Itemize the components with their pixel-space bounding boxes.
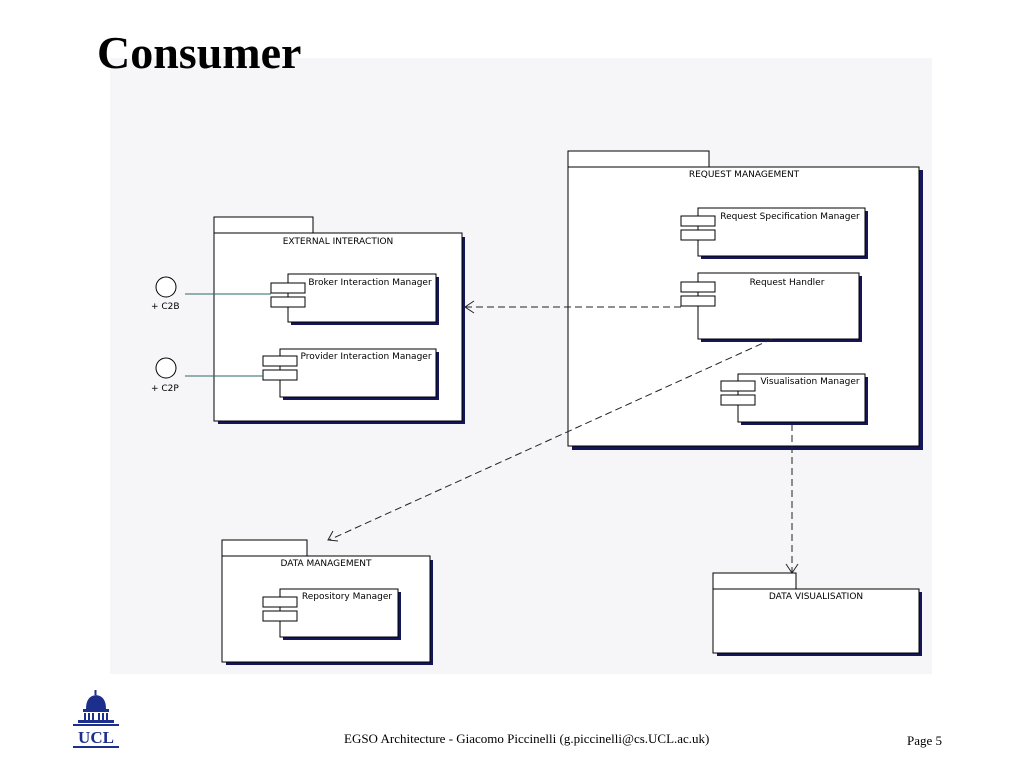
package-data-visualisation[interactable]: DATA VISUALISATION bbox=[712, 572, 922, 656]
interface-c2b[interactable]: + C2B bbox=[151, 276, 271, 312]
package-label: REQUEST MANAGEMENT bbox=[689, 170, 800, 180]
component-visualisation-manager[interactable]: Visualisation Manager bbox=[720, 373, 868, 425]
interface-c2p[interactable]: + C2P bbox=[151, 357, 263, 394]
component-label: Request Handler bbox=[750, 278, 825, 288]
component-label: Repository Manager bbox=[302, 592, 392, 602]
dependency-visualisation-manager-to-data-visualisation bbox=[785, 424, 799, 574]
interface-label: + C2B bbox=[151, 302, 180, 312]
footer-text: EGSO Architecture - Giacomo Piccinelli (… bbox=[344, 731, 710, 746]
slide-title: Consumer bbox=[97, 27, 302, 78]
component-repository-manager[interactable]: Repository Manager bbox=[262, 588, 401, 640]
component-label: Provider Interaction Manager bbox=[300, 352, 431, 362]
component-label: Request Specification Manager bbox=[720, 212, 860, 222]
package-label: EXTERNAL INTERACTION bbox=[283, 237, 394, 247]
package-label: DATA MANAGEMENT bbox=[280, 559, 372, 569]
package-label: DATA VISUALISATION bbox=[769, 592, 863, 602]
ucl-logo-text: UCL bbox=[78, 728, 114, 747]
component-label: Visualisation Manager bbox=[760, 377, 859, 387]
component-label: Broker Interaction Manager bbox=[308, 278, 432, 288]
component-broker-interaction-manager[interactable]: Broker Interaction Manager bbox=[270, 273, 439, 325]
component-provider-interaction-manager[interactable]: Provider Interaction Manager bbox=[262, 348, 439, 400]
component-request-specification-manager[interactable]: Request Specification Manager bbox=[680, 207, 868, 259]
page-number: Page 5 bbox=[907, 733, 943, 748]
dependency-request-handler-to-external-interaction bbox=[464, 300, 681, 314]
component-request-handler[interactable]: Request Handler bbox=[680, 272, 862, 342]
ucl-logo: UCL bbox=[73, 690, 119, 748]
dependency-request-handler-to-data-management bbox=[327, 338, 773, 542]
package-external-interaction[interactable]: EXTERNAL INTERACTION bbox=[213, 216, 465, 424]
interface-label: + C2P bbox=[151, 384, 179, 394]
